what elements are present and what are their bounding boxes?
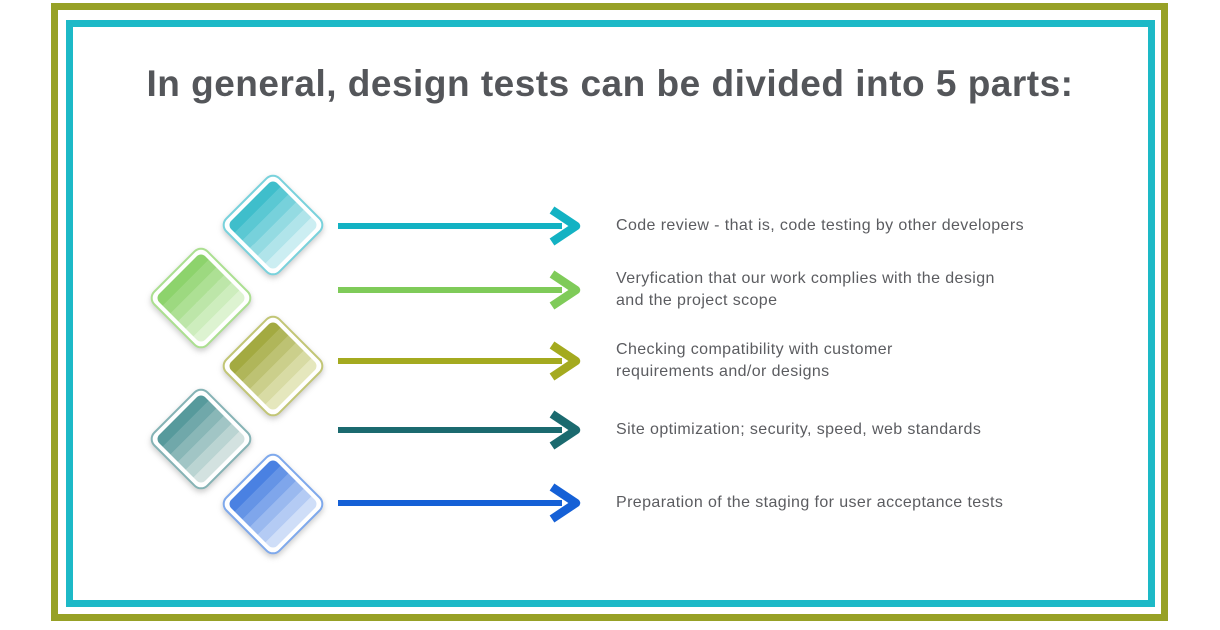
part-description-line: Veryfication that our work complies with… — [616, 270, 995, 287]
inner-border-frame — [66, 20, 1155, 607]
arrow-right-icon — [338, 483, 581, 523]
arrow-right-icon — [338, 341, 581, 381]
part-description-line: requirements and/or designs — [616, 363, 830, 380]
part-description-line: Preparation of the staging for user acce… — [616, 494, 1004, 511]
outer-border-frame — [51, 3, 1168, 621]
part-description: Code review - that is, code testing by o… — [616, 215, 1116, 237]
part-description: Checking compatibility with customer requ… — [616, 339, 1116, 383]
page-title: In general, design tests can be divided … — [146, 63, 1074, 104]
part-description-line: Site optimization; security, speed, web … — [616, 421, 982, 438]
part-description-line: Code review - that is, code testing by o… — [616, 217, 1024, 234]
part-description-line: Checking compatibility with customer — [616, 341, 893, 358]
part-description: Preparation of the staging for user acce… — [616, 492, 1116, 514]
arrow-right-icon — [338, 206, 581, 246]
part-description-line: and the project scope — [616, 292, 778, 309]
arrow-right-icon — [338, 270, 581, 310]
part-description: Site optimization; security, speed, web … — [616, 419, 1116, 441]
arrow-right-icon — [338, 410, 581, 450]
part-description: Veryfication that our work complies with… — [616, 268, 1116, 312]
